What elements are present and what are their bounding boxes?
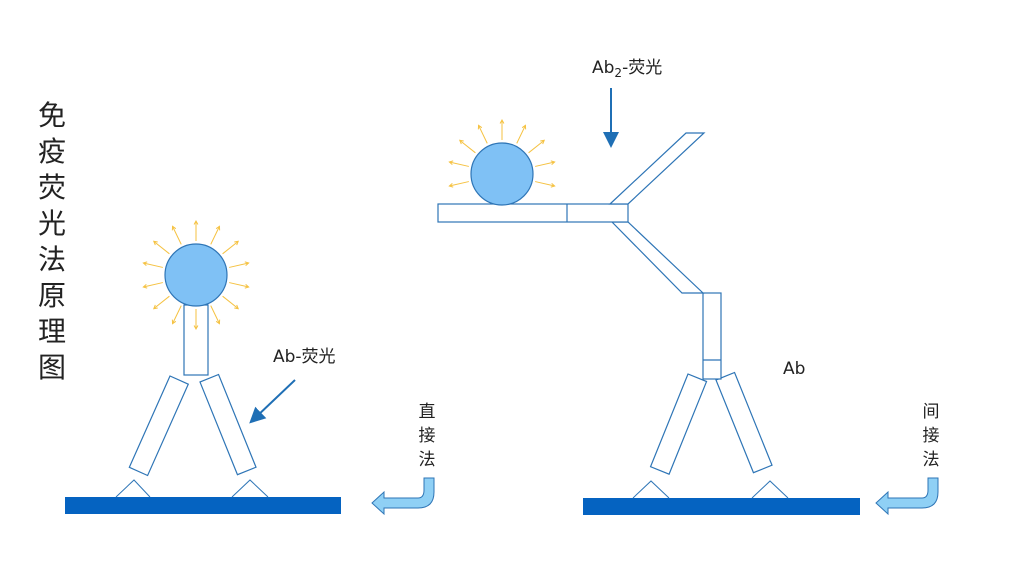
antibody-arm-right (199, 373, 257, 476)
fluor-ray (143, 262, 163, 268)
fluor-ray (459, 139, 476, 154)
fluor-ray-head (540, 139, 546, 145)
antigen-right-indirect (751, 480, 789, 499)
fluor-rays-indirect (448, 118, 556, 188)
fluor-ray-head (171, 319, 177, 325)
fluor-ray-head (458, 139, 464, 145)
method-label-char: 接 (922, 426, 940, 446)
label-ab-fluor: Ab-荧光 (273, 347, 336, 367)
fluor-ray (153, 240, 170, 255)
fluor-ray (222, 240, 239, 255)
fluor-ray (516, 125, 526, 144)
substrate-plate-indirect (583, 498, 860, 515)
fluorophore-direct (164, 243, 228, 307)
fluor-ray (449, 181, 469, 187)
fluor-ray-head (499, 118, 505, 124)
fluor-ray-head (477, 124, 483, 130)
fluor-ray (143, 282, 163, 288)
fluor-ray (528, 139, 545, 154)
fluor-ray-head (142, 261, 148, 267)
primary-antibody-arm-left (649, 373, 708, 475)
antigen-right-direct (231, 479, 269, 498)
fluor-ray (210, 226, 220, 245)
fluor-ray-head (142, 283, 148, 289)
antigen-left-direct (115, 479, 151, 498)
fluor-ray (153, 295, 170, 310)
secondary-antibody-arm-upper (608, 132, 706, 205)
fluor-rays-direct (142, 219, 250, 331)
method-label-char: 法 (418, 450, 436, 470)
fluor-ray-head (215, 319, 221, 325)
fluor-ray-head (234, 240, 240, 246)
fluor-ray-head (244, 283, 250, 289)
fluor-ray-head (448, 160, 454, 166)
title-char: 光 (38, 207, 67, 240)
method-label-char: 接 (418, 426, 436, 446)
method-label-char: 法 (922, 450, 940, 470)
antigen-left-indirect (632, 480, 670, 499)
title-char: 免 (38, 99, 67, 132)
fluor-ray (229, 282, 249, 288)
title-char: 图 (38, 351, 67, 384)
primary-antibody-stem (702, 292, 722, 380)
fluor-ray (535, 181, 555, 187)
fluor-ray (229, 262, 249, 268)
primary-antibody-arm-right (715, 371, 773, 474)
fluor-ray (172, 226, 182, 245)
fluor-ray-head (244, 261, 250, 267)
fluor-ray-head (234, 304, 240, 310)
title-char: 法 (38, 243, 67, 276)
secondary-antibody-bar (437, 203, 629, 223)
fluor-ray-head (193, 219, 199, 225)
pointer-arrow-direct (249, 379, 296, 424)
label-ab: Ab (783, 359, 805, 379)
fluor-ray (535, 161, 555, 167)
direct-method-group: Ab-荧光 (65, 219, 341, 514)
fluor-ray (172, 305, 182, 324)
method-label-char: 间 (922, 402, 940, 422)
label-ab2-fluor: Ab2-荧光 (592, 58, 662, 80)
fluor-ray-head (215, 225, 221, 231)
fluor-ray (222, 295, 239, 310)
substrate-plate-direct (65, 497, 341, 514)
method-label-char: 直 (418, 402, 436, 422)
antibody-arm-left (128, 375, 190, 477)
fluor-ray-head (448, 182, 454, 188)
fluor-ray-head (152, 304, 158, 310)
fluor-ray-head (550, 182, 556, 188)
fluor-ray-head (193, 325, 199, 331)
title-char: 理 (38, 315, 67, 348)
secondary-antibody-arm-lower (610, 221, 705, 294)
title-char: 荧 (38, 171, 67, 204)
fluor-ray (478, 125, 488, 144)
fluor-ray (210, 305, 220, 324)
fluor-ray-head (521, 124, 527, 130)
fluorophore-indirect (470, 142, 534, 206)
indirect-method-group: Ab2-荧光 Ab (437, 58, 860, 515)
title-char: 疫 (38, 135, 67, 168)
fluor-ray-head (550, 160, 556, 166)
u-arrow-direct-icon (371, 477, 435, 516)
fluor-ray-head (152, 240, 158, 246)
title-char: 原 (38, 279, 67, 312)
u-arrow-indirect-icon (875, 477, 939, 516)
fluor-ray (449, 161, 469, 167)
fluor-ray-head (171, 225, 177, 231)
